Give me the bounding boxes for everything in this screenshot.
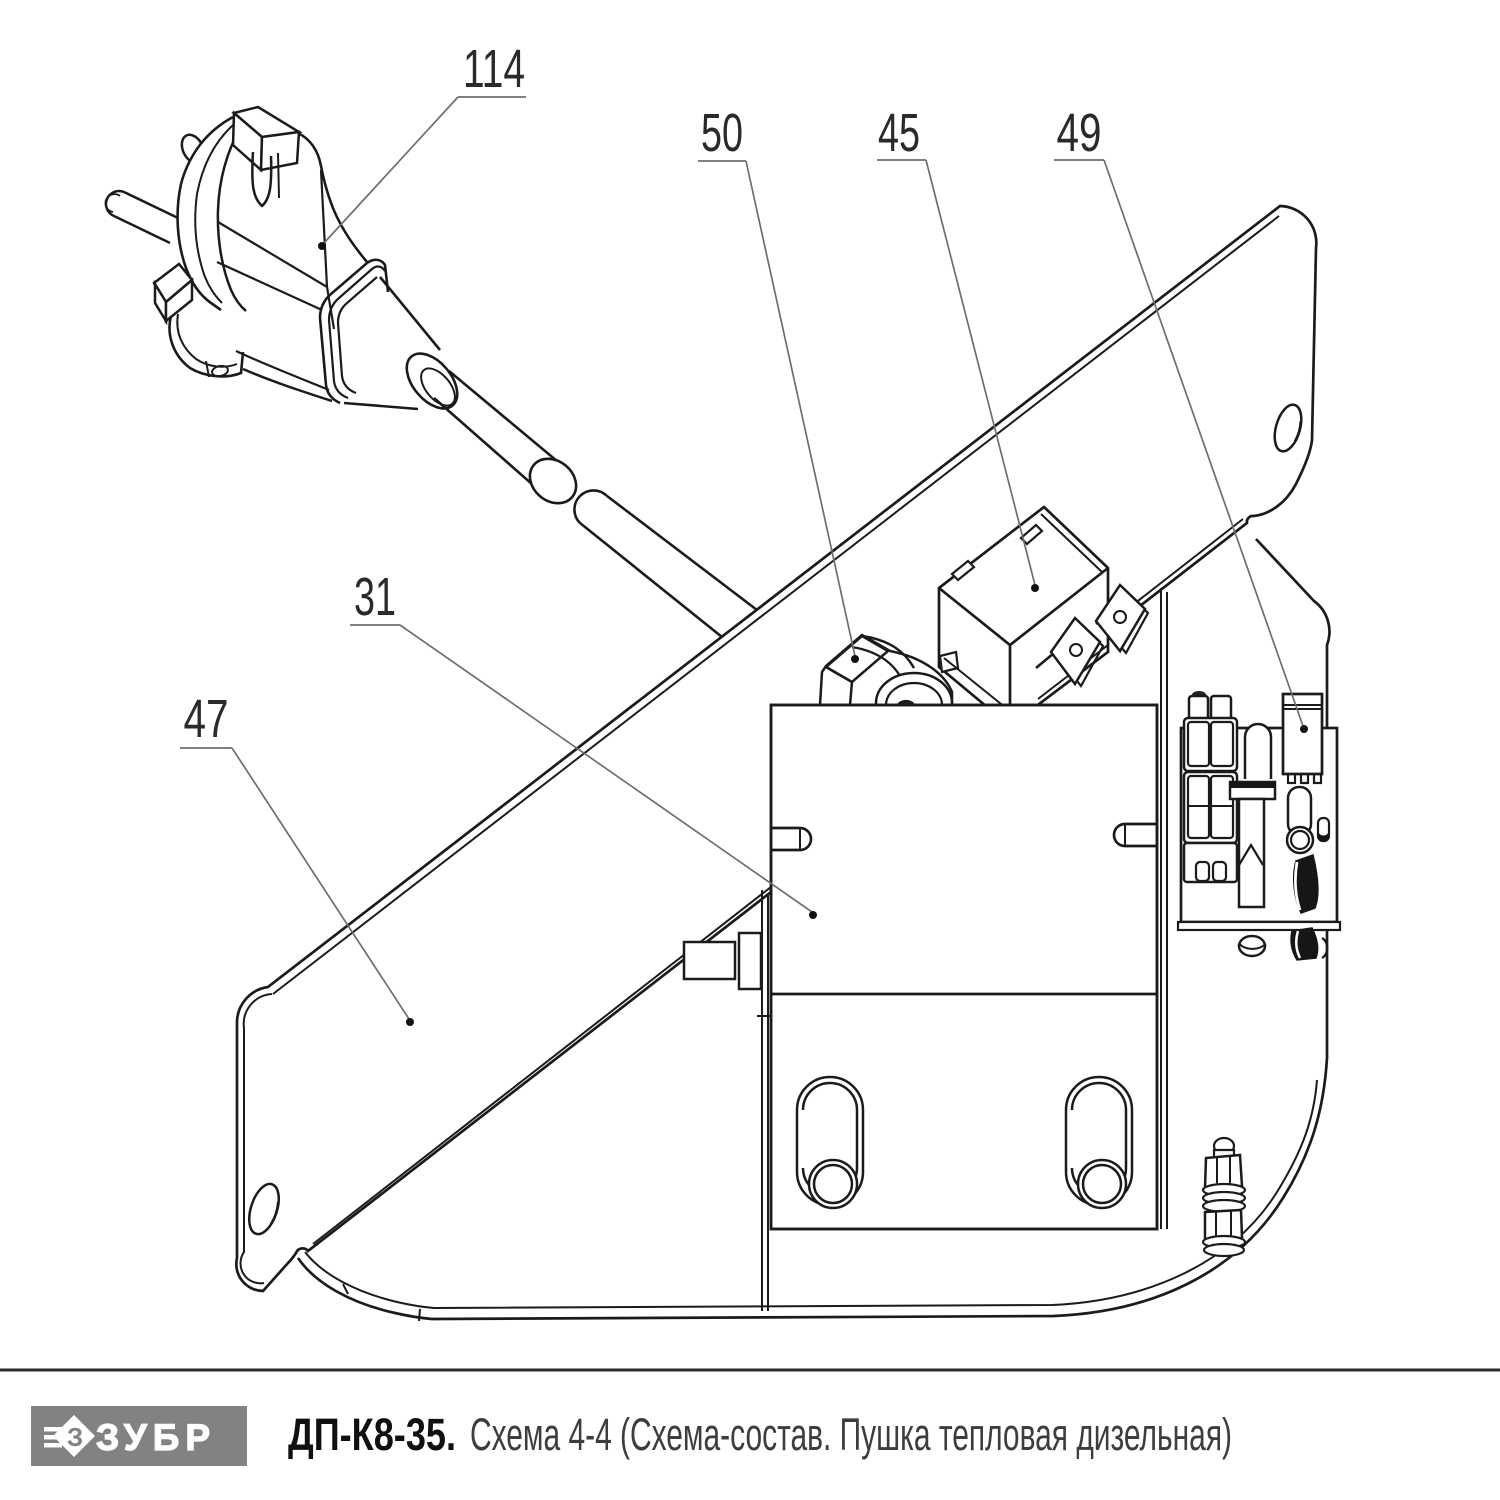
- svg-text:ЗУБР: ЗУБР: [96, 1417, 216, 1458]
- svg-text:45: 45: [878, 103, 920, 163]
- svg-text:50: 50: [701, 103, 743, 163]
- svg-text:Схема 4-4 (Схема-состав. Пушка: Схема 4-4 (Схема-состав. Пушка тепловая …: [470, 1409, 1232, 1460]
- svg-text:31: 31: [354, 567, 396, 627]
- svg-text:49: 49: [1057, 103, 1102, 163]
- svg-text:ДП-К8-35.: ДП-К8-35.: [288, 1409, 456, 1460]
- svg-text:47: 47: [184, 689, 229, 749]
- svg-text:114: 114: [463, 39, 525, 99]
- svg-text:З: З: [67, 1422, 83, 1452]
